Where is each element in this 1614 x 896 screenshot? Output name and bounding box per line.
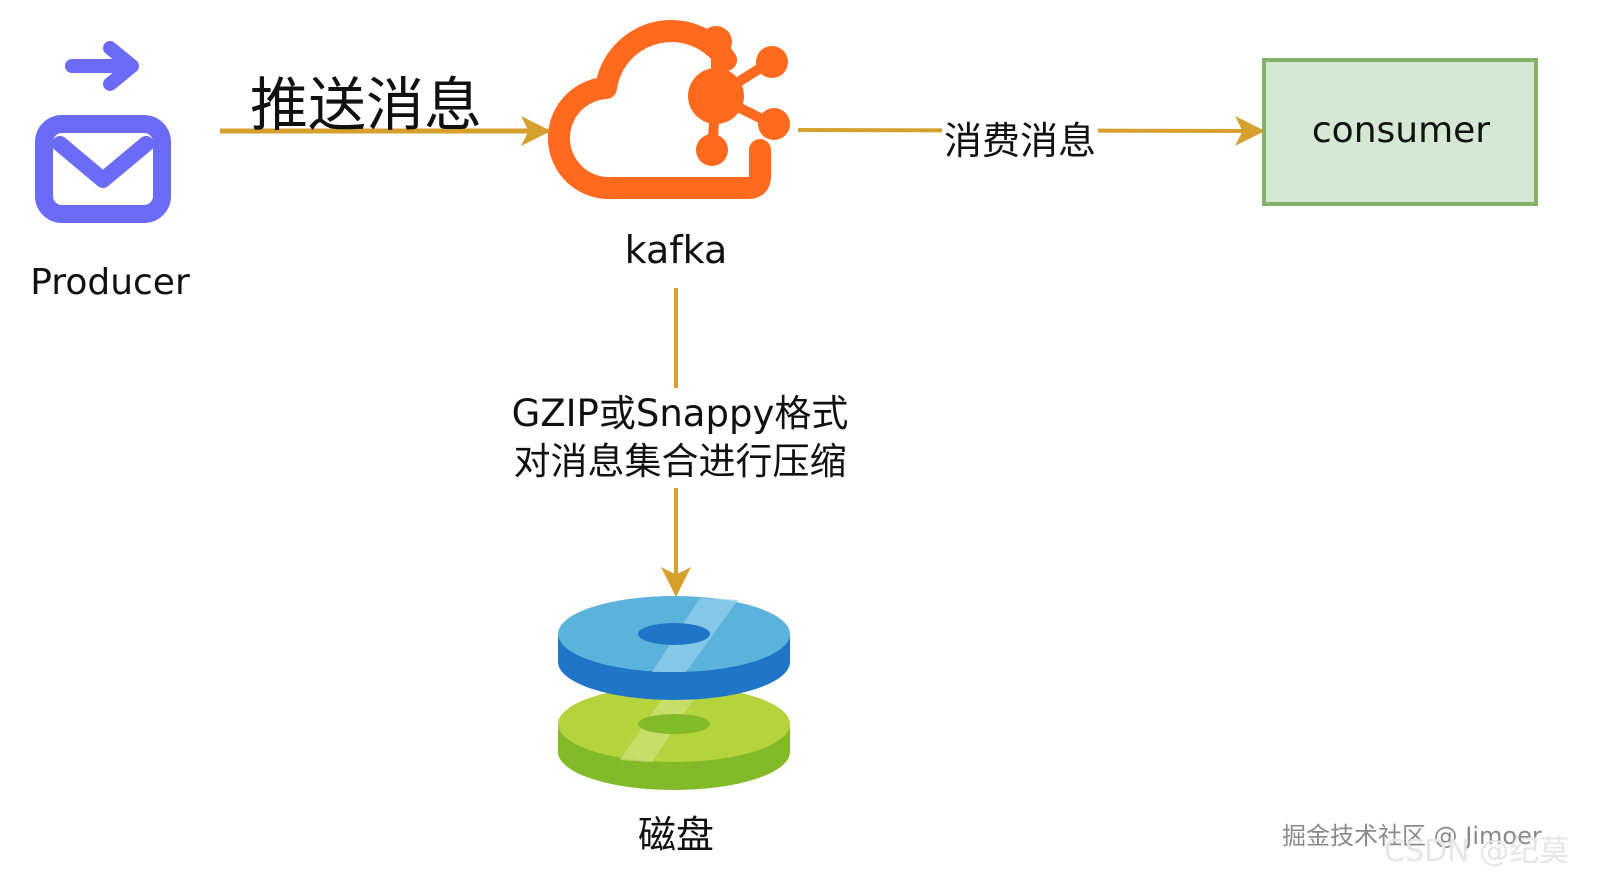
- disk-label: 磁盘: [637, 813, 714, 857]
- kafka-icon: [547, 20, 790, 200]
- consumer-label: consumer: [1311, 110, 1491, 151]
- producer-label: Producer: [30, 262, 190, 303]
- compress-label-line1: GZIP或Snappy格式: [511, 392, 849, 435]
- consumer-box: [1262, 58, 1538, 206]
- compress-label: GZIP或Snappy格式 对消息集合进行压缩: [500, 388, 860, 488]
- kafka-label: kafka: [624, 228, 728, 272]
- compress-label-line2: 对消息集合进行压缩: [513, 440, 847, 483]
- push-message-label: 推送消息: [250, 71, 483, 139]
- producer-icon: [35, 41, 171, 223]
- disk-icon: [558, 596, 790, 790]
- watermark-juejin: 掘金技术社区 @ Jimoer: [1282, 822, 1542, 850]
- consume-message-label: 消费消息: [942, 110, 1099, 165]
- watermark-csdn: CSDN @纪莫: [1384, 834, 1570, 869]
